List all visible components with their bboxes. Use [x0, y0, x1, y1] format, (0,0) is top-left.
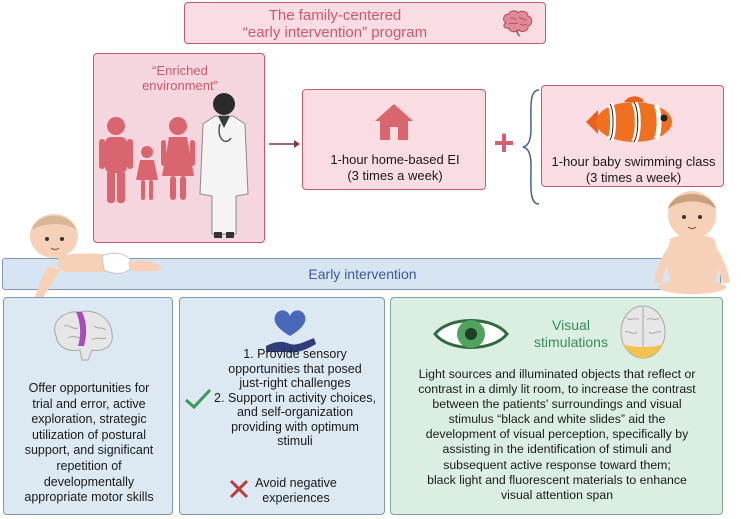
brain-motor-icon — [54, 310, 113, 361]
visual-line: development of visual perception, specif… — [425, 427, 689, 442]
checkmark-icon — [185, 388, 212, 410]
sensory-line: stimuli — [277, 434, 313, 448]
brace-icon — [522, 89, 540, 205]
clownfish-icon — [586, 96, 672, 144]
enriched-environment-label: “Enriched environment” — [94, 63, 266, 93]
visual-line: visual attention span — [500, 487, 614, 502]
arrow-icon — [269, 140, 300, 148]
enriched-environment-box: “Enriched environment” — [93, 53, 265, 243]
visual-title-line1: Visual — [552, 317, 590, 333]
sensory-line: opportunities that posed — [228, 361, 362, 376]
motor-line: appropriate motor skills — [24, 490, 154, 505]
swimming-class-box: 1-hour baby swimming class (3 times a we… — [541, 85, 724, 187]
visual-title-line2: stimulations — [534, 334, 608, 350]
sensory-line: and self-organization — [236, 405, 354, 419]
swimming-class-line2: (3 times a week) — [585, 170, 682, 185]
motor-line: Offer opportunities for — [28, 381, 150, 395]
sensory-line: just-right challenges — [239, 376, 351, 390]
motor-skills-box: Offer opportunities for trial and error,… — [3, 297, 173, 515]
sensory-line: 2. Support in activity choices, — [214, 390, 376, 405]
house-icon — [375, 104, 413, 140]
enriched-environment-line2: environment” — [142, 78, 218, 93]
sensory-list: 1. Provide sensory opportunities that po… — [206, 347, 384, 449]
heart-hand-icon — [266, 310, 316, 353]
brain-occipital-icon — [620, 305, 666, 359]
early-intervention-bar: Early intervention — [2, 258, 721, 290]
program-title: The family-centered “early intervention”… — [185, 7, 485, 41]
visual-line: assisting in the identification of stimu… — [442, 442, 672, 457]
visual-line: black light and fluorescent materials to… — [427, 472, 687, 487]
swimming-class-line1: 1-hour baby swimming class — [551, 154, 716, 169]
visual-line: contrast in a dimly lit room, to increas… — [418, 382, 696, 397]
avoid-line: Avoid negative — [255, 476, 337, 490]
program-title-box: The family-centered “early intervention”… — [184, 2, 546, 44]
home-ei-label: 1-hour home-based EI (3 times a week) — [303, 152, 487, 184]
visual-line: between the patients' surroundings and v… — [432, 397, 682, 412]
motor-line: repetition of — [56, 458, 122, 473]
motor-line: developmentally — [43, 474, 135, 489]
motor-skills-text: Offer opportunities for trial and error,… — [8, 381, 170, 506]
home-ei-box: 1-hour home-based EI (3 times a week) — [302, 89, 486, 190]
program-title-line1: The family-centered — [268, 7, 402, 24]
motor-line: exploration, strategic — [31, 412, 147, 427]
visual-stimulation-box: Visual stimulations Light sources and il… — [390, 297, 723, 515]
visual-line: subsequent active response toward them; — [443, 457, 671, 472]
motor-line: trial and error, active — [32, 396, 146, 411]
swimming-class-label: 1-hour baby swimming class (3 times a we… — [542, 154, 725, 186]
doctor-icon — [199, 93, 249, 238]
avoid-line: experiences — [262, 490, 330, 505]
visual-stimulation-text: Light sources and illuminated objects th… — [399, 367, 715, 503]
avoid-negative-text: Avoid negative experiences — [248, 476, 344, 505]
eye-icon — [433, 319, 509, 349]
sensory-line: providing with optimum — [231, 419, 359, 434]
sensory-box: 1. Provide sensory opportunities that po… — [179, 297, 385, 515]
visual-stimulations-title: Visual stimulations — [521, 317, 621, 351]
home-ei-line2: (3 times a week) — [347, 168, 443, 183]
motor-line: utilization of postural — [32, 427, 146, 442]
plus-sign: + — [493, 122, 515, 163]
family-icon — [99, 117, 195, 203]
motor-line: support, and significant — [24, 443, 154, 458]
sensory-line: 1. Provide sensory — [243, 347, 347, 361]
visual-line: Light sources and illuminated objects th… — [418, 367, 696, 381]
enriched-environment-line1: “Enriched — [152, 63, 208, 78]
brain-icon — [503, 10, 533, 37]
program-title-line2: “early intervention” program — [242, 24, 428, 41]
visual-line: stimulus “black and white slides” aid th… — [448, 412, 666, 427]
baby-sitting-icon — [654, 191, 730, 294]
home-ei-line1: 1-hour home-based EI — [330, 152, 460, 167]
early-intervention-label: Early intervention — [308, 266, 417, 282]
cross-icon — [229, 479, 249, 499]
baby-crawling-icon — [30, 214, 162, 300]
